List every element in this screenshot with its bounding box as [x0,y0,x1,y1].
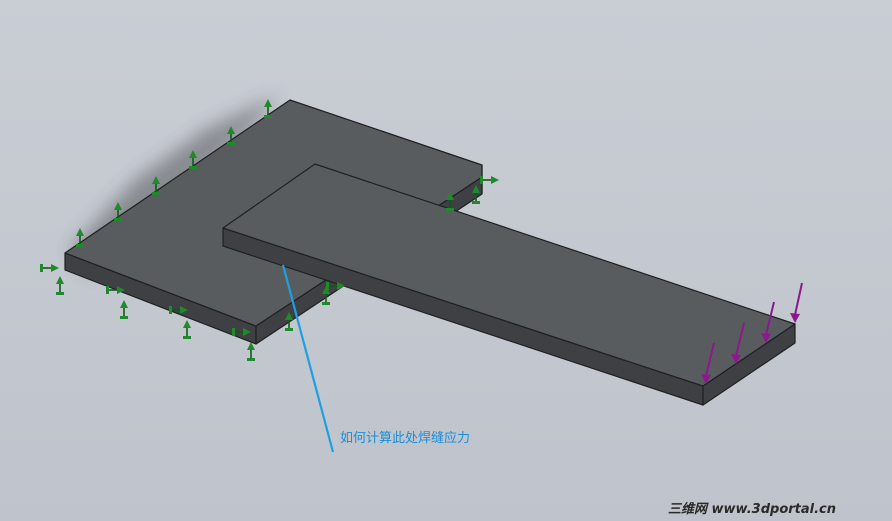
fixed-support-icon [232,328,251,336]
cantilever-plate[interactable] [222,163,796,406]
fixed-support-icon [40,264,59,272]
fixed-support-icon [114,202,122,221]
annotation-leader-line [281,264,335,453]
cantilever-plate-top-face [222,163,796,387]
load-arrow-icon [731,322,745,364]
fixed-support-icon [285,312,293,331]
fixed-support-icon [480,176,499,184]
fixed-support-icon [189,150,197,169]
fixed-support-icon [472,185,480,204]
load-arrow-icon [701,342,715,384]
fixed-support-icon [227,126,235,145]
fixed-support-icon [169,306,188,314]
fixed-support-icon [247,342,255,361]
watermark: 三维网 www.3dportal.cn [668,501,836,517]
fixed-support-icon [120,300,128,319]
fixed-support-icon [264,99,272,118]
annotation-label: 如何计算此处焊缝应力 [340,430,470,446]
load-arrow-icon [790,282,803,323]
fixed-supports [40,99,499,361]
fixed-support-icon [183,320,191,339]
fixed-support-icon [446,192,454,211]
load-arrow-icon [761,301,775,343]
fixed-support-icon [76,228,84,247]
fixed-support-icon [326,282,345,290]
fixed-support-icon [152,176,160,195]
fixed-support-icon [56,276,64,295]
applied-loads [701,282,803,384]
fixed-support-icon [106,286,125,294]
